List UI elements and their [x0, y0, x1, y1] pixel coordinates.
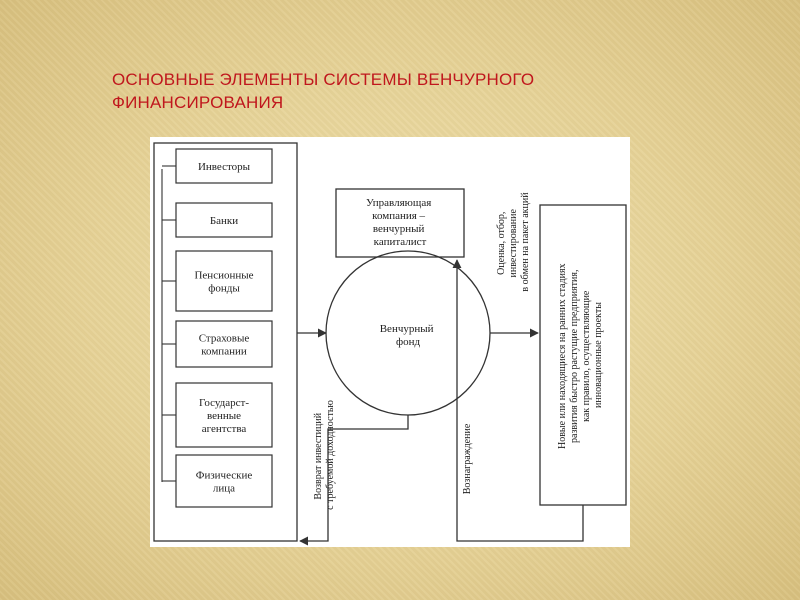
evaluation-label: Оценка, отбор, инвестирование в обмен на… [496, 192, 531, 292]
investors-frame [153, 142, 298, 542]
investor-label-line: венные [207, 410, 241, 422]
slide-title-line-1: ОСНОВНЫЕ ЭЛЕМЕНТЫ СИСТЕМЫ ВЕНЧУРНОГО [112, 70, 535, 89]
reward-label: Вознаграждение [462, 423, 473, 494]
investor-label-line: Государст- [199, 397, 249, 409]
investor-label-line: Пенсионные [194, 270, 253, 282]
venture-fund-label: Венчурный фонд [380, 323, 437, 348]
slide-title-line-2: ФИНАНСИРОВАНИЯ [112, 93, 284, 112]
slide-title: ОСНОВНЫЕ ЭЛЕМЕНТЫ СИСТЕМЫ ВЕНЧУРНОГО ФИН… [112, 68, 672, 114]
target-companies-label: Новые или находящиеся на ранних стадиях … [557, 261, 604, 449]
investor-label-line: лица [213, 483, 235, 495]
investor-label: Инвесторы [198, 161, 251, 173]
reward-arrow [452, 259, 584, 542]
management-company-box [335, 188, 465, 258]
investor-label-line: Инвесторы [198, 161, 251, 173]
return-arrow [299, 415, 409, 546]
return-label: Возврат инвестиций с требуемой доходност… [313, 400, 336, 510]
investor-label: Банки [210, 215, 238, 227]
management-company-label: Управляющая компания – венчурный капитал… [366, 197, 434, 248]
investor-label-line: Физические [196, 470, 253, 482]
investor-label-line: компании [201, 346, 247, 358]
investor-label-line: фонды [208, 283, 240, 295]
investor-label-line: Банки [210, 215, 238, 227]
investor-label-line: агентства [202, 423, 247, 435]
investor-label-line: Страховые [199, 333, 250, 345]
